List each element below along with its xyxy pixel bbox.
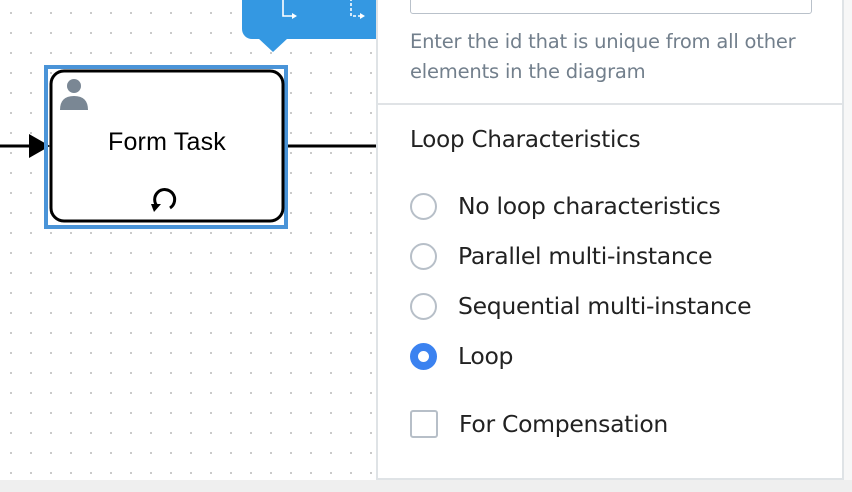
connect-sequence-flow-button[interactable]: [280, 0, 300, 20]
task-shape[interactable]: [49, 69, 285, 223]
radio-parallel-multi-instance[interactable]: [410, 242, 437, 270]
loop-marker-arrow: [151, 204, 161, 212]
incoming-sequence-flow[interactable]: [0, 134, 50, 158]
selection-outline: [44, 65, 288, 229]
option-parallel-multi-instance[interactable]: Parallel multi-instance: [410, 240, 713, 272]
diagram-svg: [0, 65, 376, 229]
sequence-flow-connect-icon: [282, 0, 297, 19]
option-label: Sequential multi-instance: [458, 292, 752, 320]
connect-association-button[interactable]: [348, 0, 368, 20]
context-pad: [242, 0, 376, 39]
option-label: For Compensation: [459, 410, 668, 438]
loop-marker-icon: [153, 188, 177, 210]
option-no-loop[interactable]: No loop characteristics: [410, 190, 721, 222]
section-divider: [378, 103, 842, 105]
user-icon: [60, 79, 88, 110]
properties-panel: Enter the id that is unique from all oth…: [376, 0, 844, 480]
radio-loop[interactable]: [410, 342, 437, 370]
id-field-hint: Enter the id that is unique from all oth…: [410, 30, 796, 83]
radio-no-loop[interactable]: [410, 192, 437, 220]
option-label: Parallel multi-instance: [458, 242, 713, 270]
loop-characteristics-title: Loop Characteristics: [410, 127, 641, 153]
diagram-canvas[interactable]: Form Task: [0, 0, 376, 480]
checkbox-for-compensation[interactable]: [410, 410, 438, 438]
option-label: No loop characteristics: [458, 192, 721, 220]
task-label: Form Task: [107, 128, 227, 156]
association-connect-icon: [350, 0, 365, 19]
element-id-input[interactable]: [410, 0, 812, 14]
option-loop[interactable]: Loop: [410, 340, 513, 372]
option-sequential-multi-instance[interactable]: Sequential multi-instance: [410, 290, 752, 322]
panel-scrollbar-track[interactable]: [844, 0, 852, 480]
radio-sequential-multi-instance[interactable]: [410, 292, 437, 320]
option-label: Loop: [458, 342, 514, 370]
option-for-compensation[interactable]: For Compensation: [410, 408, 668, 440]
context-pad-pointer: [258, 38, 288, 52]
